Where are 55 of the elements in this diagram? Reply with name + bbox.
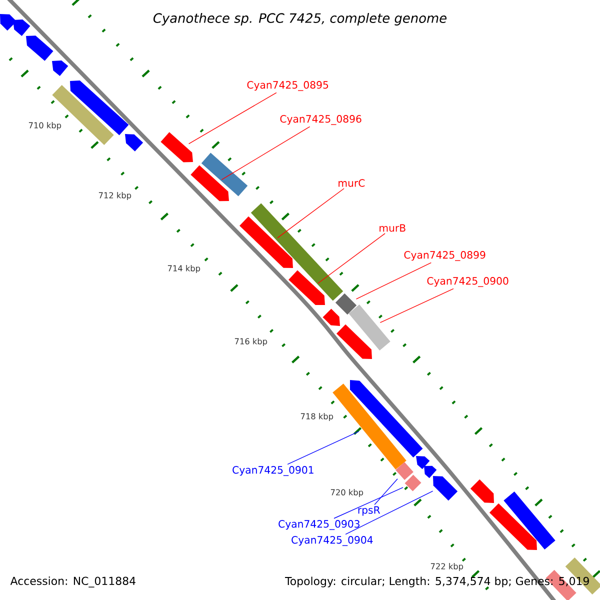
gene-label: Cyan7425_0900 (427, 277, 508, 287)
gene-feature (250, 203, 344, 301)
scale-label: 720 kbp (330, 489, 364, 497)
gene-label: Cyan7425_0904 (292, 536, 373, 546)
gene-label: rpsR (358, 506, 380, 516)
title: Cyanothece sp. PCC 7425, complete genome (153, 12, 446, 26)
leader-line (277, 188, 344, 238)
gene-feature (201, 152, 248, 196)
gene-feature (13, 20, 30, 36)
gene-feature (52, 60, 68, 76)
gene-feature (240, 216, 293, 268)
leader-line (380, 288, 454, 323)
gene-feature (0, 14, 17, 31)
gene-label: murC (338, 179, 365, 187)
gene-feature (348, 304, 390, 350)
leader-line (334, 487, 404, 519)
gene-label: Cyan7425_0896 (280, 115, 362, 125)
gene-feature (350, 380, 423, 458)
accession-text: Accession: NC_011884 (10, 576, 136, 588)
gene-feature (125, 134, 144, 152)
gene-feature (396, 462, 414, 480)
scale-label: 718 kbp (300, 413, 334, 421)
gene-label: Cyan7425_0901 (232, 466, 314, 476)
gene-feature (332, 384, 406, 470)
gene-feature (416, 456, 430, 470)
gene-feature (70, 80, 129, 136)
gene-label: murB (380, 224, 406, 232)
gene-feature (160, 132, 193, 162)
gene-feature (489, 503, 537, 550)
gene-feature (322, 308, 340, 326)
scale-label: 722 kbp (430, 563, 464, 571)
gene-label: Cyan7425_0895 (247, 81, 328, 91)
leader-line (287, 431, 360, 465)
scale-label: 714 kbp (168, 265, 200, 273)
gene-feature (336, 324, 372, 359)
gene-feature (190, 165, 229, 202)
leader-line (345, 490, 434, 535)
gene-feature (335, 293, 357, 315)
gene-feature (433, 476, 458, 501)
gene-feature (470, 479, 494, 503)
scale-label: 710 kbp (28, 122, 62, 130)
scale-label: 712 kbp (98, 192, 132, 200)
leader-line (374, 478, 398, 505)
gene-feature (504, 492, 556, 550)
gene-feature (424, 466, 437, 478)
gene-feature (288, 270, 325, 305)
leader-line (356, 262, 432, 300)
gene-label: Cyan7425_0899 (404, 251, 486, 261)
genome-info-text: Topology: circular; Length: 5,374,574 bp; Genes: 5,019 (285, 576, 589, 588)
leader-line (318, 233, 386, 284)
gene-feature (404, 474, 422, 492)
scale-label: 716 kbp (234, 338, 268, 346)
leader-line (188, 92, 277, 144)
gene-feature (26, 36, 54, 61)
gene-label: Cyan7425_0903 (278, 520, 360, 530)
